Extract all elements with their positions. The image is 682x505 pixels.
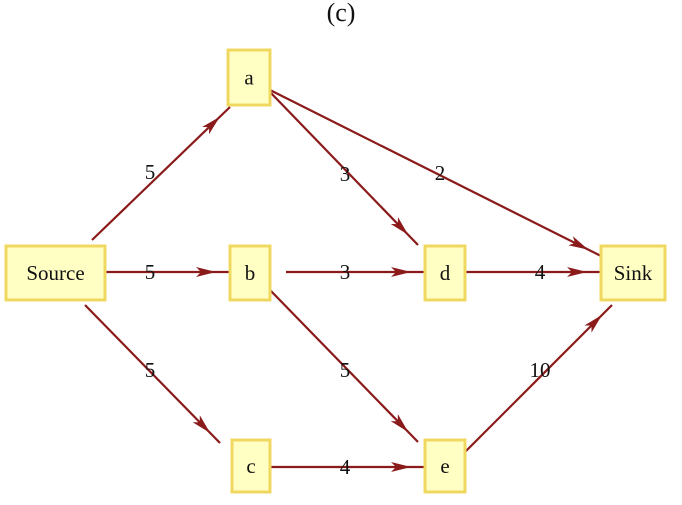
edge-capacity-label: 10 [530,358,551,382]
edge-e-sink: 10 [464,304,613,453]
edge-capacity-label: 3 [340,260,351,284]
edge-source-b: 5 [105,260,230,284]
node-a: a [226,48,272,107]
arrowhead-icon [192,415,211,433]
edge-capacity-label: 3 [340,162,351,186]
edge-capacity-label: 5 [145,160,156,184]
node-label: b [245,261,256,285]
edge-line [269,89,602,257]
node-label: c [246,454,255,478]
node-c: c [230,438,272,494]
arrowhead-icon [202,116,220,135]
arrowhead-icon [390,217,409,235]
edge-c-e: 4 [270,455,425,479]
node-label: e [440,454,449,478]
node-label: Sink [614,261,653,285]
edge-line [84,304,221,444]
arrowhead-icon [391,267,411,277]
edge-d-sink: 4 [465,260,601,284]
edge-b-d: 3 [286,260,425,284]
edge-capacity-label: 4 [340,455,351,479]
arrowhead-icon [584,314,603,333]
node-e: e [423,438,467,494]
node-sink: Sink [599,244,667,302]
node-label: a [244,66,254,90]
node-d: d [423,244,467,302]
edge-capacity-label: 5 [145,358,156,382]
edge-capacity-label: 5 [340,358,351,382]
edge-a-d: 3 [269,91,419,246]
arrowhead-icon [567,267,587,277]
edge-line [91,106,231,241]
edge-source-a: 5 [91,106,231,241]
arrowhead-icon [196,267,216,277]
arrowhead-icon [390,414,409,432]
edge-capacity-label: 5 [145,260,156,284]
edge-a-sink: 2 [269,89,602,257]
edge-capacity-label: 4 [535,260,546,284]
node-label: Source [26,261,84,285]
edge-b-e: 5 [269,289,419,443]
node-b: b [228,244,272,302]
diagram-title: (c) [326,0,356,27]
edge-line [269,289,419,443]
edge-capacity-label: 2 [435,161,446,185]
edge-line [464,304,613,453]
edge-line [269,91,419,246]
node-label: d [440,261,451,285]
arrowhead-icon [391,462,411,472]
node-source: Source [4,244,107,302]
arrowhead-icon [568,236,589,250]
edge-source-c: 5 [84,304,221,444]
